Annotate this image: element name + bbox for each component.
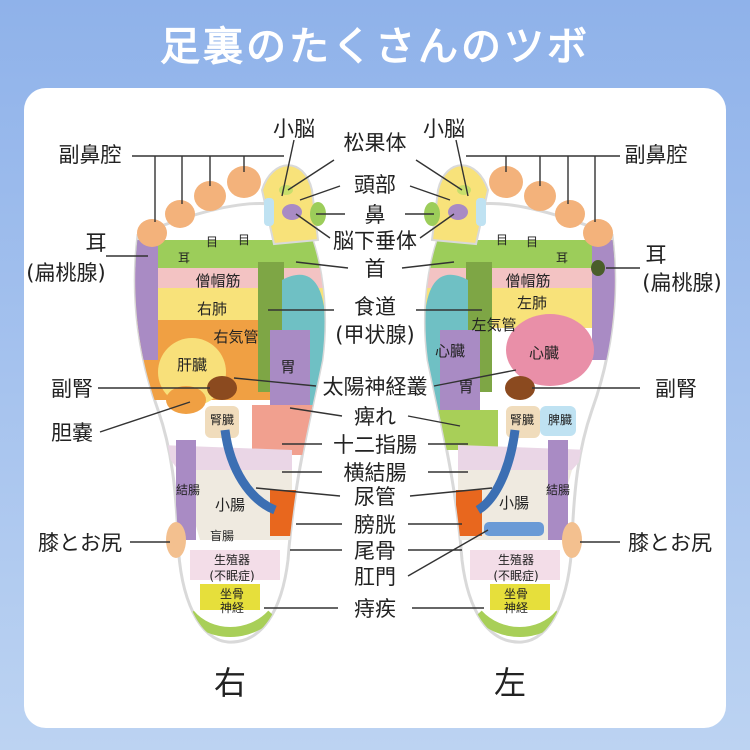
ureter-line: [220, 429, 277, 515]
inner-kidney-right: 腎臓: [210, 413, 234, 427]
label-sinus-right: 副鼻腔: [59, 143, 122, 167]
chart-card: [24, 88, 726, 728]
label-nose: 鼻: [365, 203, 386, 227]
inner-spleen: 脾臓: [548, 412, 572, 427]
inner-small-intestine-right: 小腸: [215, 496, 245, 514]
label-duodenum: 十二指腸: [333, 433, 417, 457]
label-hemorrhoids: 痔疾: [354, 597, 396, 621]
kidney-zone: [205, 406, 239, 438]
label-head: 頭部: [354, 173, 396, 197]
label-sinus-left: 副鼻腔: [625, 143, 688, 167]
label-thyroid: (甲状腺): [335, 323, 414, 347]
inner-eye-left-1: 目: [496, 233, 508, 247]
label-adrenal-left: 副腎: [655, 377, 697, 401]
label-knee-hip-left: 膝とお尻: [628, 531, 712, 555]
left-foot: [423, 164, 617, 644]
inner-sciatic-right: 坐骨: [220, 587, 244, 601]
label-numbness: 痺れ: [354, 405, 396, 429]
inner-stomach-right: 胃: [280, 358, 295, 376]
label-ureter: 尿管: [354, 485, 396, 509]
label-tonsil-right: (扁桃腺): [26, 261, 105, 285]
side-labels: 小脳 小脳 副鼻腔 副鼻腔 耳 (扁桃腺) 耳 (扁桃腺) 副腎 副腎 胆嚢 膝…: [26, 117, 721, 555]
inner-nerve-right: 神経: [220, 601, 244, 615]
pituitary-point: [282, 204, 302, 220]
label-gallbladder: 胆嚢: [51, 421, 93, 445]
label-bladder: 膀胱: [354, 513, 396, 537]
inner-trapezius-left: 僧帽筋: [505, 272, 550, 290]
inner-cecum: 盲腸: [210, 528, 234, 543]
label-coccyx: 尾骨: [354, 539, 396, 563]
label-esophagus: 食道: [354, 295, 396, 319]
inner-stomach-left: 胃: [458, 378, 473, 396]
inner-lung-right: 右肺: [197, 300, 227, 318]
inner-trapezius-right: 僧帽筋: [195, 272, 240, 290]
label-neck: 首: [365, 257, 386, 281]
inner-lung-left: 左肺: [517, 294, 547, 312]
inner-heart-small: 心臓: [435, 342, 465, 360]
label-transverse-colon: 横結腸: [344, 461, 407, 485]
label-adrenal-right: 副腎: [51, 377, 93, 401]
inner-insomnia-left: (不眠症): [493, 568, 538, 583]
label-tonsil-left: (扁桃腺): [642, 271, 721, 295]
label-knee-hip-right: 膝とお尻: [38, 531, 122, 555]
label-pineal: 松果体: [344, 131, 407, 155]
inner-bronchus-left: 左気管: [471, 316, 516, 334]
inner-reproductive-right: 生殖器: [214, 552, 250, 567]
leader-lines: [98, 139, 640, 609]
label-anus: 肛門: [354, 565, 396, 589]
page-title: 足裏のたくさんのツボ: [160, 24, 590, 70]
label-cerebellum-left: 小脳: [423, 117, 465, 141]
inner-colon-left: 結腸: [546, 483, 570, 497]
label-pituitary: 脳下垂体: [333, 229, 417, 253]
label-cerebellum-right: 小脳: [273, 117, 315, 141]
inner-insomnia-right: (不眠症): [209, 568, 254, 583]
adrenal-point: [207, 376, 237, 400]
center-labels: 松果体 頭部 鼻 脳下垂体 首 食道 (甲状腺) 太陽神経叢 痺れ 十二指腸 横…: [323, 131, 428, 621]
inner-sciatic-left: 坐骨: [504, 587, 528, 601]
inner-nerve-left: 神経: [504, 601, 528, 615]
inner-eye-right-1: 目: [206, 235, 218, 249]
inner-liver: 肝臓: [177, 356, 207, 374]
inner-colon-right: 結腸: [176, 483, 200, 497]
inner-eye-right-2: 目: [238, 233, 250, 247]
inner-kidney-left: 腎臓: [510, 413, 534, 427]
left-foot-caption: 左: [494, 664, 526, 702]
inner-bronchus-right-1: 右気管: [213, 328, 258, 346]
label-solar-plexus: 太陽神経叢: [323, 375, 428, 399]
right-foot-inner-labels: 耳 目 目 僧帽筋 右肺 右気管 肝臓 胃 腎臓 結腸 小腸 盲腸 生殖器 (不…: [176, 233, 296, 615]
inner-small-intestine-left: 小腸: [499, 494, 529, 512]
inner-eye-left-2: 目: [526, 235, 538, 249]
right-foot-caption: 右: [214, 664, 246, 702]
inner-reproductive-left: 生殖器: [498, 552, 534, 567]
label-ear-right: 耳: [86, 231, 107, 255]
inner-ear-left: 耳: [556, 251, 568, 265]
inner-heart: 心臓: [529, 344, 559, 362]
left-foot-inner-labels: 耳 目 目 僧帽筋 左肺 左気管 心臓 心臓 胃 腎臓 脾臓 結腸 小腸 生殖器…: [435, 233, 572, 615]
right-foot: [133, 164, 327, 644]
inner-ear-right: 耳: [178, 251, 190, 265]
label-ear-left: 耳: [646, 243, 667, 267]
